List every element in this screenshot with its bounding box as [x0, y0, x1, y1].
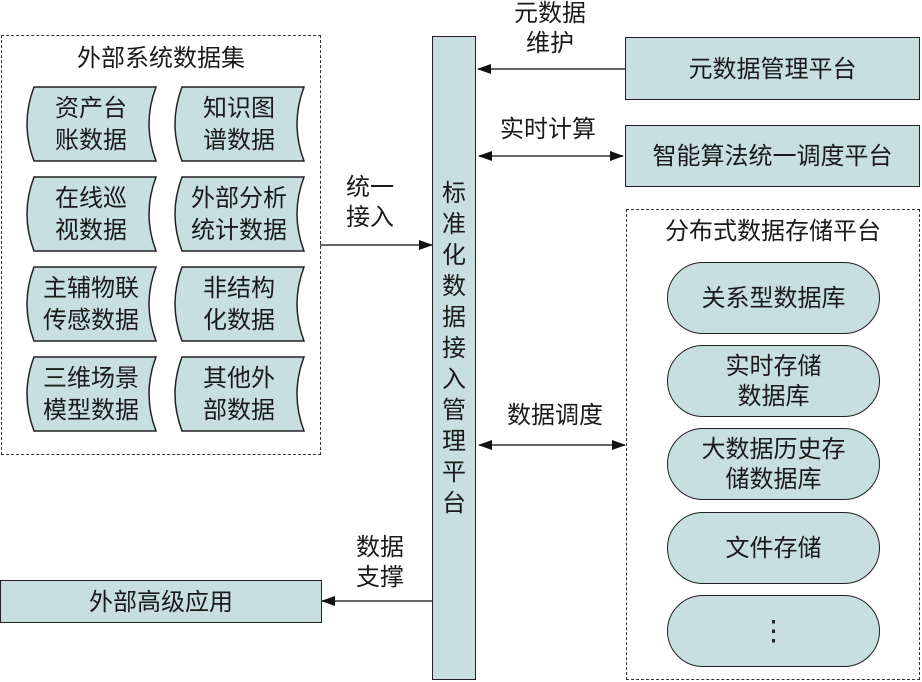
store-label: 非结构 化数据 — [203, 274, 275, 334]
stored-data-shape — [26, 86, 158, 162]
store-label: 其他外 部数据 — [203, 364, 275, 424]
storage-file-storage: 文件存储 — [667, 512, 880, 584]
distributed-storage-group — [626, 209, 920, 680]
store-external-analytics-data: 外部分析 统计数据 — [164, 176, 314, 252]
label-data-support: 数据 支撑 — [356, 533, 404, 591]
central-platform-char: 准 — [442, 210, 466, 238]
store-knowledge-graph-data: 知识图 谱数据 — [164, 86, 314, 162]
central-platform-char: 化 — [442, 241, 466, 269]
store-asset-ledger-data: 资产台 账数据 — [16, 86, 166, 162]
store-label: 外部分析 统计数据 — [191, 184, 287, 244]
store-label: 资产台 账数据 — [55, 94, 127, 154]
central-platform-char: 台 — [442, 489, 466, 517]
label-metadata-maintenance: 元数据 维护 — [514, 0, 586, 57]
storage-more: ⋮ — [667, 595, 880, 667]
ellipsis-icon: ⋮ — [759, 614, 788, 647]
store-other-external-data: 其他外 部数据 — [164, 356, 314, 432]
external-dataset-title: 外部系统数据集 — [77, 44, 245, 72]
store-label: 三维场景 模型数据 — [43, 364, 139, 424]
stored-data-shape — [26, 176, 158, 252]
label-unified-access: 统一 接入 — [346, 173, 394, 231]
distributed-storage-title: 分布式数据存储平台 — [665, 217, 881, 245]
central-platform-char: 管 — [442, 396, 466, 424]
stored-data-shape — [26, 356, 158, 432]
central-platform-char: 数 — [442, 272, 466, 300]
central-platform-char: 理 — [442, 427, 466, 455]
stored-data-shape — [174, 86, 306, 162]
stored-data-shape — [174, 176, 306, 252]
store-online-inspection-data: 在线巡 视数据 — [16, 176, 166, 252]
storage-realtime-db: 实时存储 数据库 — [667, 345, 880, 417]
standardized-data-access-platform — [432, 36, 476, 680]
external-dataset-group — [1, 35, 321, 455]
central-platform-char: 接 — [442, 334, 466, 362]
store-label: 知识图 谱数据 — [203, 94, 275, 154]
central-platform-char: 入 — [442, 365, 466, 393]
store-unstructured-data: 非结构 化数据 — [164, 266, 314, 342]
label-data-scheduling: 数据调度 — [507, 401, 603, 429]
stored-data-shape — [174, 266, 306, 342]
stored-data-shape — [174, 356, 306, 432]
algorithm-scheduling-platform: 智能算法统一调度平台 — [625, 125, 920, 187]
central-platform-label: 标准化数据接入管理平台 — [432, 178, 476, 519]
store-label: 主辅物联 传感数据 — [43, 274, 139, 334]
storage-bigdata-history-db: 大数据历史存 储数据库 — [667, 428, 880, 500]
storage-relational-db: 关系型数据库 — [667, 262, 880, 334]
metadata-management-platform: 元数据管理平台 — [625, 37, 920, 100]
stored-data-shape — [26, 266, 158, 342]
central-platform-char: 据 — [442, 303, 466, 331]
central-platform-char: 标 — [442, 179, 466, 207]
central-platform-char: 平 — [442, 458, 466, 486]
store-iot-sensor-data: 主辅物联 传感数据 — [16, 266, 166, 342]
label-realtime-compute: 实时计算 — [500, 115, 596, 143]
external-advanced-application: 外部高级应用 — [0, 580, 322, 623]
store-3d-model-data: 三维场景 模型数据 — [16, 356, 166, 432]
store-label: 在线巡 视数据 — [55, 184, 127, 244]
